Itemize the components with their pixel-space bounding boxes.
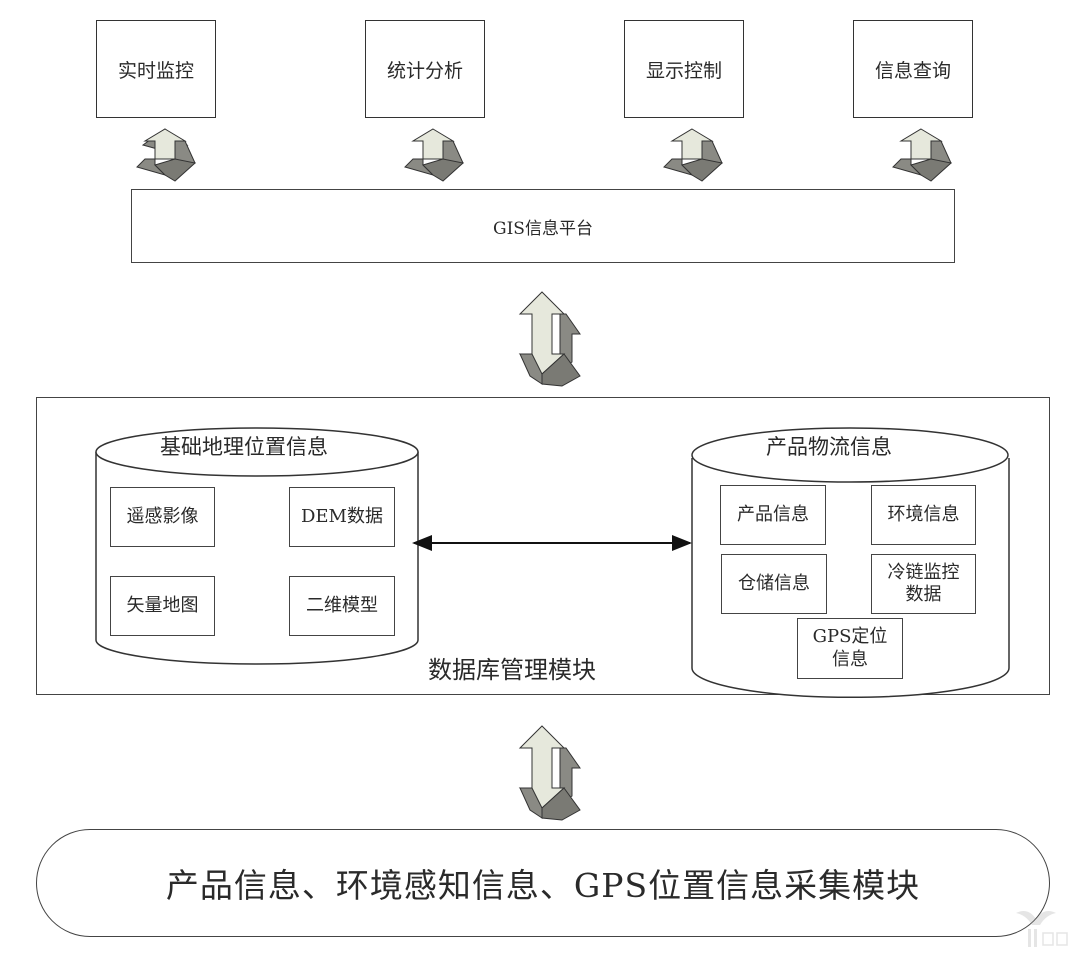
collection-module-box: 产品信息、环境感知信息、GPS位置信息采集模块 [36, 829, 1050, 937]
db-item-remote-sensing: 遥感影像 [110, 487, 215, 547]
large-double-arrow-icon [518, 725, 581, 821]
module-label: 实时监控 [117, 59, 194, 82]
db-item-label: 二维模型 [306, 594, 378, 616]
db-item-cold-chain-data: 冷链监控数据 [871, 554, 976, 614]
db-item-label: 产品信息 [737, 503, 809, 525]
db-item-label: 遥感影像 [126, 505, 199, 527]
db-item-dem: DEM数据 [289, 487, 395, 547]
db-item-warehouse-info: 仓储信息 [721, 554, 827, 614]
db-item-environment-info: 环境信息 [871, 485, 976, 545]
gis-platform-box: GIS信息平台 [131, 189, 955, 263]
db-item-label: 仓储信息 [738, 572, 810, 594]
db-item-label: 冷链监控数据 [887, 561, 960, 606]
module-display-control: 显示控制 [624, 20, 744, 118]
module-label: 统计分析 [386, 59, 463, 82]
gis-platform-label: GIS信息平台 [493, 218, 593, 239]
module-info-query: 信息查询 [853, 20, 973, 118]
module-label: 显示控制 [645, 59, 722, 82]
db-item-label: GPS定位信息 [812, 626, 888, 670]
watermark-logo-icon [1016, 911, 1068, 947]
double-arrow-icon [136, 128, 197, 182]
db-item-2d-model: 二维模型 [289, 576, 395, 636]
db-item-vector-map: 矢量地图 [110, 576, 215, 636]
module-statistical-analysis: 统计分析 [365, 20, 485, 118]
module-realtime-monitoring: 实时监控 [96, 20, 216, 118]
right-db-title: 产品物流信息 [766, 435, 892, 459]
module-label: 信息查询 [874, 59, 951, 82]
double-arrow-icon [404, 128, 465, 182]
double-arrow-icon [663, 128, 724, 182]
database-module-label: 数据库管理模块 [428, 656, 596, 684]
large-double-arrow-icon [518, 291, 581, 387]
db-item-label: DEM数据 [300, 505, 383, 527]
db-item-gps-info: GPS定位信息 [797, 618, 903, 679]
db-item-label: 矢量地图 [126, 594, 199, 616]
db-item-label: 环境信息 [887, 503, 960, 525]
left-db-title: 基础地理位置信息 [160, 435, 328, 459]
collection-module-label: 产品信息、环境感知信息、GPS位置信息采集模块 [165, 866, 921, 905]
db-item-product-info: 产品信息 [720, 485, 826, 545]
double-arrow-icon [892, 128, 953, 182]
